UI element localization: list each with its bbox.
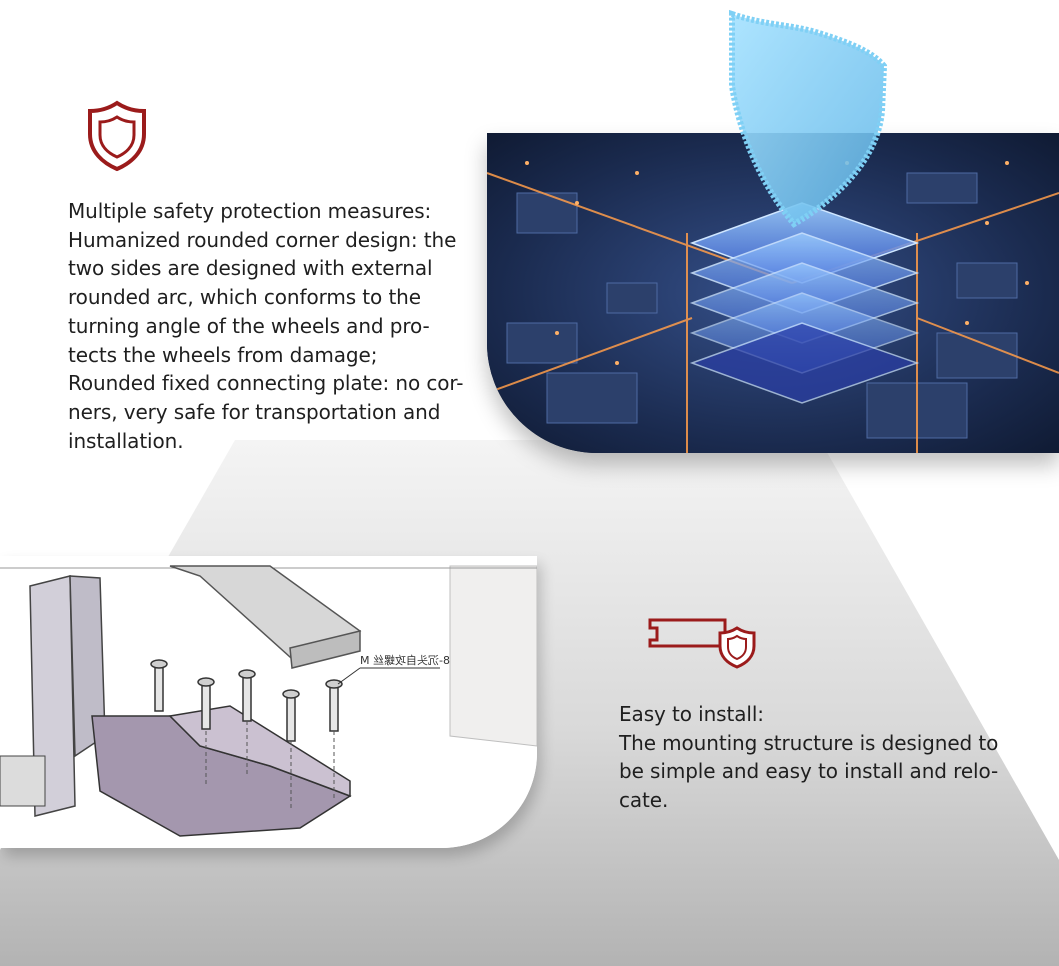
mounting-plate-shield-icon <box>648 618 756 669</box>
installation-description: Easy to install: The mounting structure … <box>619 702 999 813</box>
safety-description: Multiple safety protection measures: Hum… <box>68 199 464 453</box>
glass-shield-icon <box>729 9 888 228</box>
shield-icon <box>88 100 146 172</box>
mounting-structure-drawing: 8-沉头自攻螺丝 M <box>0 556 537 848</box>
circuit-board-image <box>487 133 1059 453</box>
drawing-annotation: 8-沉头自攻螺丝 M <box>360 653 450 667</box>
